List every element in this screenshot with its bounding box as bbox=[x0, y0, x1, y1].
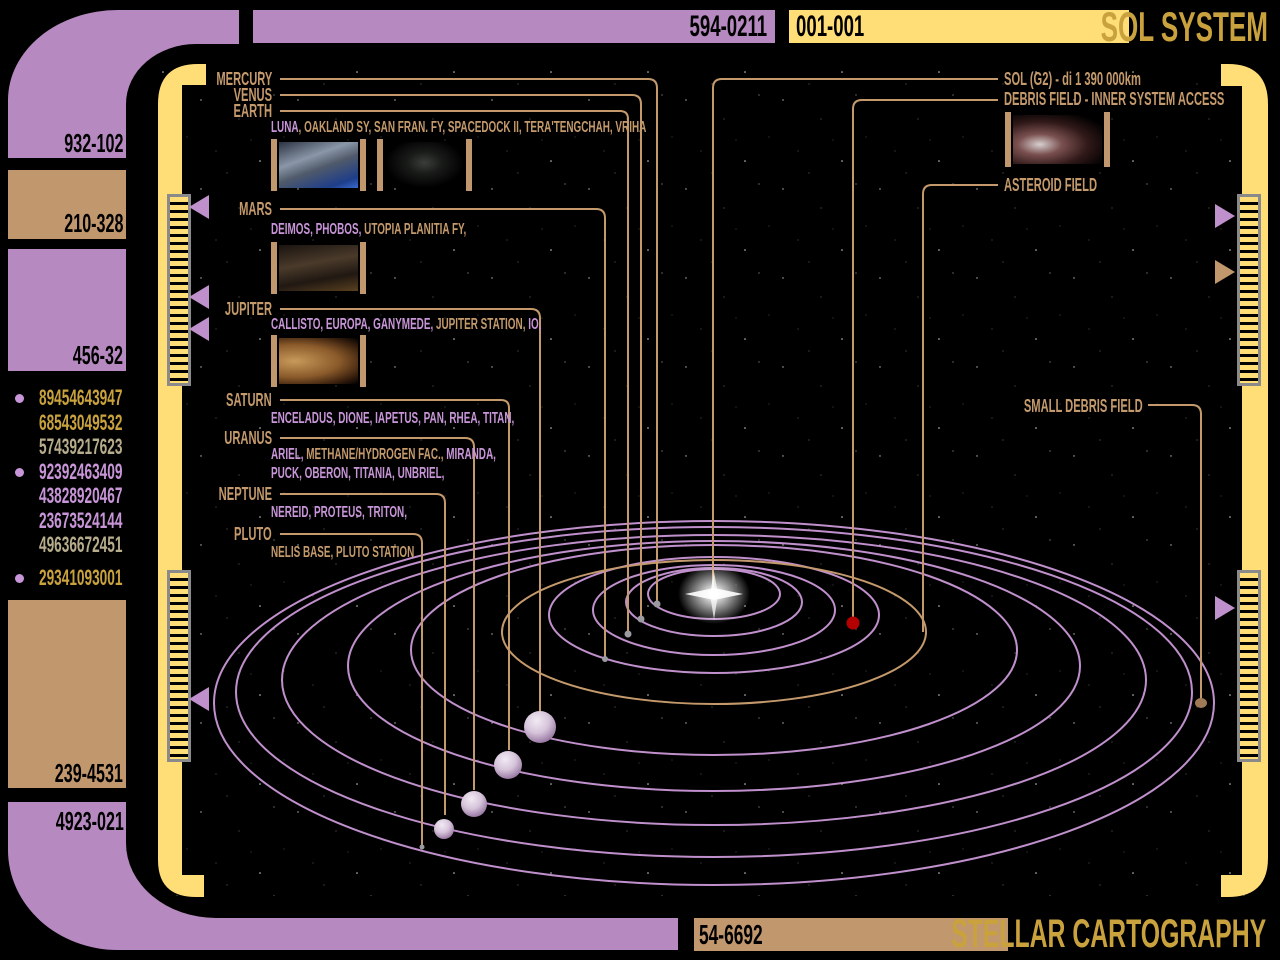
scale-pointer-left-icon[interactable] bbox=[189, 317, 209, 341]
mars-image[interactable] bbox=[271, 242, 366, 294]
neptune-moons: NEREID, PROTEUS, TRITON, bbox=[271, 504, 407, 521]
number-row: 57439217623 bbox=[39, 434, 123, 459]
sidebar-block-2[interactable]: 210-328 bbox=[8, 170, 126, 239]
planet-label-venus[interactable]: VENUS bbox=[233, 85, 272, 105]
footer-title: STELLAR CARTOGRAPHY bbox=[950, 912, 1266, 956]
callout-small-debris[interactable]: SMALL DEBRIS FIELD bbox=[1024, 396, 1143, 416]
planet-label-mercury[interactable]: MERCURY bbox=[215, 69, 272, 89]
number-row: 89454643947 bbox=[12, 386, 132, 411]
scale-pointer-left-icon[interactable] bbox=[189, 195, 209, 219]
mars-moons: DEIMOS, PHOBOS, UTOPIA PLANITIA FY, bbox=[271, 221, 467, 238]
scale-pointer-left-icon[interactable] bbox=[189, 285, 209, 309]
number-row: 43828920467 bbox=[39, 483, 123, 508]
left-scale-upper[interactable] bbox=[167, 194, 191, 386]
sidebar-block-4[interactable]: 239-4531 bbox=[8, 600, 126, 788]
header-id-bar[interactable]: 001-001 bbox=[789, 10, 1129, 43]
planet-label-earth[interactable]: EARTH bbox=[233, 101, 272, 121]
page-title: SOL SYSTEM bbox=[1100, 3, 1268, 50]
footer-code: 54-6692 bbox=[699, 919, 763, 950]
planet-label-pluto[interactable]: PLUTO bbox=[234, 524, 272, 544]
header-left-code: 594-0211 bbox=[689, 10, 767, 43]
debris-image[interactable] bbox=[1005, 112, 1110, 167]
planet-label-mars[interactable]: MARS bbox=[239, 199, 272, 219]
bullet-icon bbox=[15, 573, 24, 583]
sidebar-block-5-code[interactable]: 4923-021 bbox=[55, 806, 124, 836]
scale-pointer-left-icon[interactable] bbox=[189, 687, 209, 711]
sidebar-block-3[interactable]: 456-32 bbox=[8, 249, 126, 371]
number-row: 29341093001 bbox=[12, 565, 132, 591]
scale-pointer-right-icon[interactable] bbox=[1215, 260, 1235, 284]
left-scale-lower[interactable] bbox=[167, 570, 191, 762]
number-row: 49636672451 bbox=[39, 532, 123, 557]
planet-label-jupiter[interactable]: JUPITER bbox=[224, 299, 272, 319]
uranus-moons-line2: PUCK, OBERON, TITANIA, UNBRIEL, bbox=[271, 465, 445, 482]
uranus-moons-line1: ARIEL, METHANE/HYDROGEN FAC., MIRANDA, bbox=[271, 446, 496, 463]
number-row: 23673524144 bbox=[39, 507, 123, 533]
scale-pointer-right-icon[interactable] bbox=[1215, 596, 1235, 620]
header-center-code: 001-001 bbox=[796, 10, 865, 43]
saturn-moons: ENCELADUS, DIONE, IAPETUS, PAN, RHEA, TI… bbox=[271, 410, 515, 427]
earth-moons: LUNA, OAKLAND SY, SAN FRAN. FY, SPACEDOC… bbox=[271, 119, 647, 136]
scale-pointer-right-icon[interactable] bbox=[1215, 204, 1235, 228]
planet-label-saturn[interactable]: SATURN bbox=[226, 390, 272, 410]
header-code-bar[interactable]: 594-0211 bbox=[253, 10, 775, 43]
earth-image-1[interactable] bbox=[271, 139, 366, 191]
footer-code-bar[interactable]: 54-6692 bbox=[694, 918, 1008, 951]
jupiter-moons: CALLISTO, EUROPA, GANYMEDE, JUPITER STAT… bbox=[271, 316, 542, 333]
bullet-icon bbox=[15, 394, 24, 403]
callout-debris-inner[interactable]: DEBRIS FIELD - INNER SYSTEM ACCESS bbox=[1004, 89, 1225, 109]
number-row: 68543049532 bbox=[39, 409, 123, 435]
frame-elbow-top-bar bbox=[126, 10, 239, 44]
right-scale-upper[interactable] bbox=[1237, 194, 1261, 386]
callout-asteroid[interactable]: ASTEROID FIELD bbox=[1004, 175, 1098, 195]
sidebar-number-list: 89454643947 68543049532 57439217623 9239… bbox=[12, 386, 132, 590]
callout-sol[interactable]: SOL (G2) - di 1 390 000km bbox=[1004, 69, 1141, 89]
earth-image-2[interactable] bbox=[377, 139, 472, 191]
right-scale-lower[interactable] bbox=[1237, 570, 1261, 762]
pluto-moons: NELIS BASE, PLUTO STATION bbox=[271, 544, 415, 561]
planet-label-neptune[interactable]: NEPTUNE bbox=[218, 484, 272, 504]
bullet-icon bbox=[15, 467, 24, 477]
number-row: 92392463409 bbox=[12, 459, 132, 485]
jupiter-image[interactable] bbox=[271, 335, 366, 387]
planet-label-uranus[interactable]: URANUS bbox=[224, 428, 272, 448]
sidebar-block-1[interactable]: 932-102 bbox=[8, 120, 126, 158]
